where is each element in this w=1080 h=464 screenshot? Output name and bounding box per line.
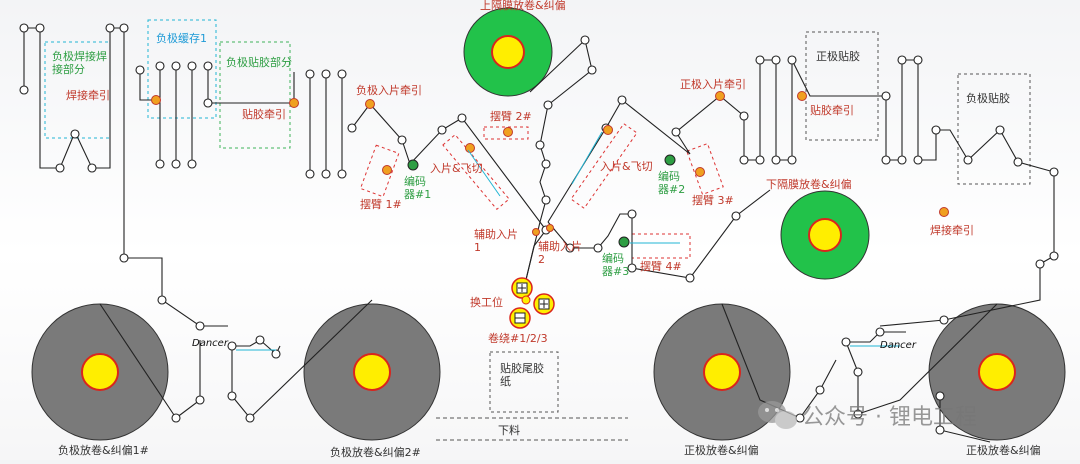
cut-right-blade (571, 131, 603, 185)
label-tail-tape: 贴胶尾胶纸 (500, 361, 544, 388)
label-anode-buffer: 负极缓存1 (156, 31, 207, 45)
label-anode-unwind-2: 负极放卷&纠偏2# (330, 445, 421, 459)
cut-left-blade (467, 149, 501, 197)
label-anode-tape-section: 负极贴胶部分 (226, 55, 292, 69)
label-weld-traction-left: 焊接牵引 (66, 88, 110, 102)
label-tape-traction-right: 贴胶牵引 (810, 103, 854, 117)
label-station-change: 换工位 (470, 295, 503, 309)
label-encoder-1: 编码器#1 (404, 174, 431, 201)
label-cathode-unwind-2: 正极放卷&纠偏 (966, 443, 1041, 457)
encoder-1-roller (407, 159, 419, 171)
bottom-separator-belt (547, 189, 771, 279)
anode-infeed-belt (409, 117, 547, 289)
guide-rollers (19, 23, 1059, 435)
label-infeed-cut-left: 入片&飞切 (430, 162, 483, 175)
label-anode-weld-1: 负极焊接焊接部分 (52, 49, 107, 76)
label-encoder-2: 编码器#2 (658, 169, 685, 196)
anode-tape-box (219, 41, 291, 149)
cathode-unwind-reel-1 (653, 303, 791, 441)
label-dancer-right: Dancer (880, 340, 917, 351)
label-anode-infeed-traction: 负极入片牵引 (356, 83, 422, 97)
swing-arm-3-box (686, 142, 724, 196)
anode-belt-left (23, 27, 228, 327)
label-anode-unwind-1: 负极放卷&纠偏1# (58, 443, 149, 457)
top-separator-reel (463, 7, 553, 97)
cathode-tape-2-box (957, 73, 1031, 185)
label-swing-arm-4: 摆臂 4# (640, 259, 682, 273)
cathode-tape-box (805, 31, 879, 141)
label-swing-arm-3: 摆臂 3# (692, 193, 734, 207)
wechat-icon (758, 401, 797, 429)
traction-rollers (151, 91, 949, 236)
label-top-separator: 上隔膜放卷&纠偏 (480, 0, 566, 12)
label-bottom-separator: 下隔膜放卷&纠偏 (766, 177, 852, 191)
encoder-2-roller (664, 154, 676, 166)
encoder-3-roller (618, 236, 630, 248)
label-cathode-unwind-1: 正极放卷&纠偏 (684, 443, 759, 457)
label-encoder-3: 编码器#3 (602, 251, 629, 278)
watermark-text: 公众号 · 锂电工程 (802, 405, 977, 430)
label-swing-arm-2: 摆臂 2# (490, 109, 532, 123)
anode-unwind-reel-1 (31, 303, 169, 441)
winding-stations (509, 277, 555, 329)
watermark: 公众号 · 锂电工程 (758, 401, 977, 430)
label-tape-traction-left: 贴胶牵引 (242, 107, 286, 121)
bottom-separator-reel (780, 190, 870, 280)
cut-left-box (442, 133, 510, 211)
anode-buffer-belt (139, 66, 411, 174)
label-weld-traction-right: 焊接牵引 (930, 223, 974, 237)
cut-right-box (570, 123, 638, 209)
swing-arm-2-box (483, 126, 529, 140)
label-winding: 卷绕#1/2/3 (488, 331, 548, 345)
label-dancer-left: Dancer (192, 338, 229, 349)
top-separator-belt (523, 38, 593, 289)
swing-arm-1-box (359, 144, 400, 198)
label-swing-arm-1: 摆臂 1# (360, 197, 402, 211)
label-unload: 下料 (498, 423, 520, 437)
anode-buffer-box (147, 19, 217, 119)
tail-tape-box (489, 351, 559, 413)
label-cathode-tape: 正极贴胶 (816, 49, 860, 63)
swing-arm-4-box (631, 233, 691, 259)
anode-unwind-reel-2 (303, 303, 441, 441)
label-cathode-infeed-traction: 正极入片牵引 (680, 77, 746, 91)
label-infeed-cut-right: 入片&飞切 (600, 160, 653, 173)
label-cathode-tape-2: 负极贴胶 (966, 91, 1010, 105)
